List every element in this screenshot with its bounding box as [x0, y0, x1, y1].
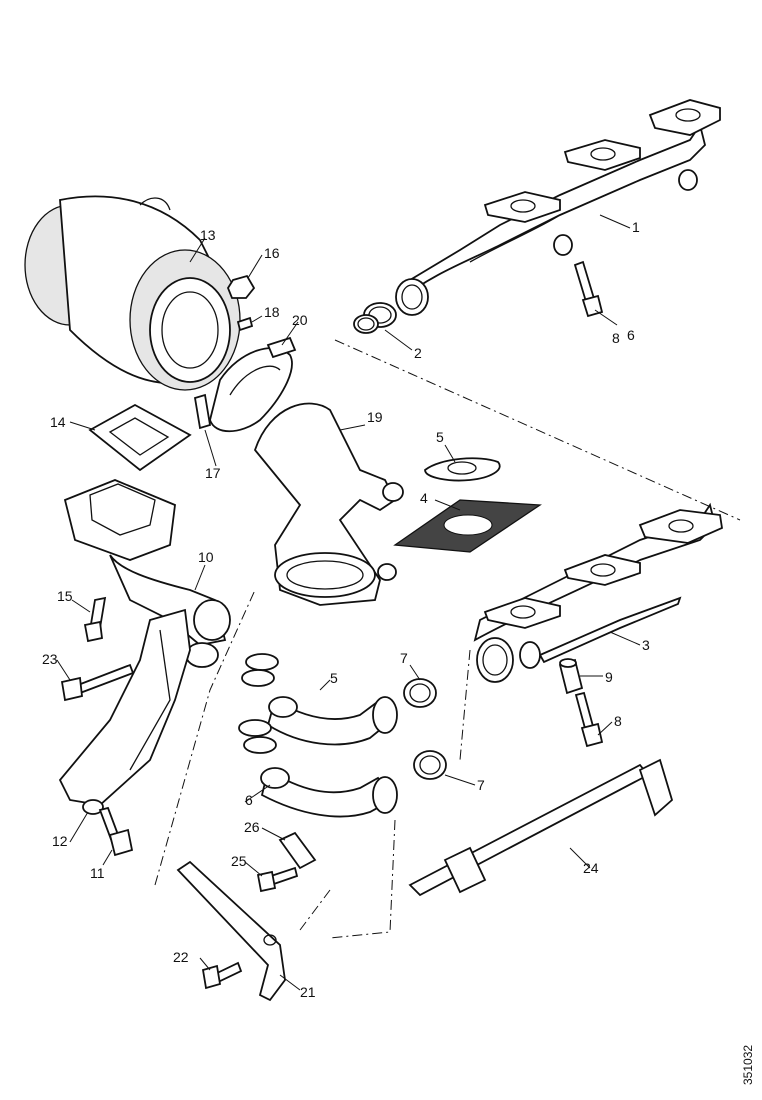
callout-4: 4	[420, 490, 428, 506]
assembly-lines	[154, 339, 741, 939]
clamp-ring-7-upper	[403, 678, 437, 708]
v-clamp	[209, 336, 297, 433]
connecting-pipe-upper	[266, 696, 398, 746]
sleeve	[558, 658, 584, 695]
callout-7: 7	[400, 650, 408, 666]
callout-22: 22	[173, 949, 189, 965]
bolt-23	[60, 663, 135, 702]
callout-5: 5	[330, 670, 338, 686]
callout-17: 17	[205, 465, 221, 481]
flange-gasket	[88, 403, 192, 472]
callout-23: 23	[42, 651, 58, 667]
callout-2: 2	[414, 345, 422, 361]
callout-1: 1	[632, 219, 640, 235]
exhaust-manifold-rear	[473, 502, 723, 683]
bolt-22	[201, 961, 243, 990]
callout-8: 8	[614, 713, 622, 729]
callout-16: 16	[264, 245, 280, 261]
callout-6: 6	[245, 792, 253, 808]
stud	[193, 393, 212, 430]
rear-bracket	[408, 758, 674, 897]
callout-15: 15	[57, 588, 73, 604]
gasket-ring	[424, 457, 501, 482]
exhaust-manifold-front	[395, 99, 721, 316]
callout-11: 11	[90, 865, 105, 881]
clamp-ring-7-lower	[413, 750, 447, 780]
drawing-code: 351032	[741, 1045, 755, 1085]
clamp-ring-upper	[353, 302, 397, 334]
callout-25: 25	[231, 853, 247, 869]
connecting-pipe-lower	[260, 767, 398, 818]
callout-21: 21	[300, 984, 316, 1000]
callout-26: 26	[244, 819, 260, 835]
callout-3: 3	[642, 637, 650, 653]
callout-12: 12	[52, 833, 68, 849]
spacer-26	[278, 831, 317, 870]
callout-18: 18	[264, 304, 280, 320]
turbocharger	[24, 195, 241, 391]
callout-20: 20	[292, 312, 308, 328]
sealing-rings	[238, 653, 279, 754]
callout-14: 14	[50, 414, 66, 430]
manifold-bolt-upper	[573, 260, 604, 318]
callout-8: 8	[612, 330, 620, 346]
callout-19: 19	[367, 409, 383, 425]
callout-5: 5	[436, 429, 444, 445]
callout-13: 13	[200, 227, 216, 243]
manifold-bolt-lower	[574, 691, 604, 748]
support-bracket	[58, 608, 191, 806]
bolt-25	[256, 866, 299, 893]
turbo-outlet-elbow	[253, 402, 404, 606]
stud-small	[236, 316, 254, 332]
bolt-15	[83, 596, 107, 643]
callout-10: 10	[198, 549, 214, 565]
gasket-plate	[393, 499, 542, 553]
callout-24: 24	[583, 860, 599, 876]
leader-lines	[56, 214, 641, 991]
turbo-outlet-pipe	[63, 479, 231, 668]
nut	[226, 274, 256, 299]
bolt-11	[98, 806, 134, 857]
support-strap	[176, 860, 286, 1002]
callout-7: 7	[477, 777, 485, 793]
callout-6: 6	[627, 327, 635, 343]
washer-12	[82, 799, 104, 815]
callout-9: 9	[605, 669, 613, 685]
callout-labels: 1 2 3 4 5 5 6 6 7 7 8 8 9 10 11 12 13 14…	[42, 219, 650, 1000]
